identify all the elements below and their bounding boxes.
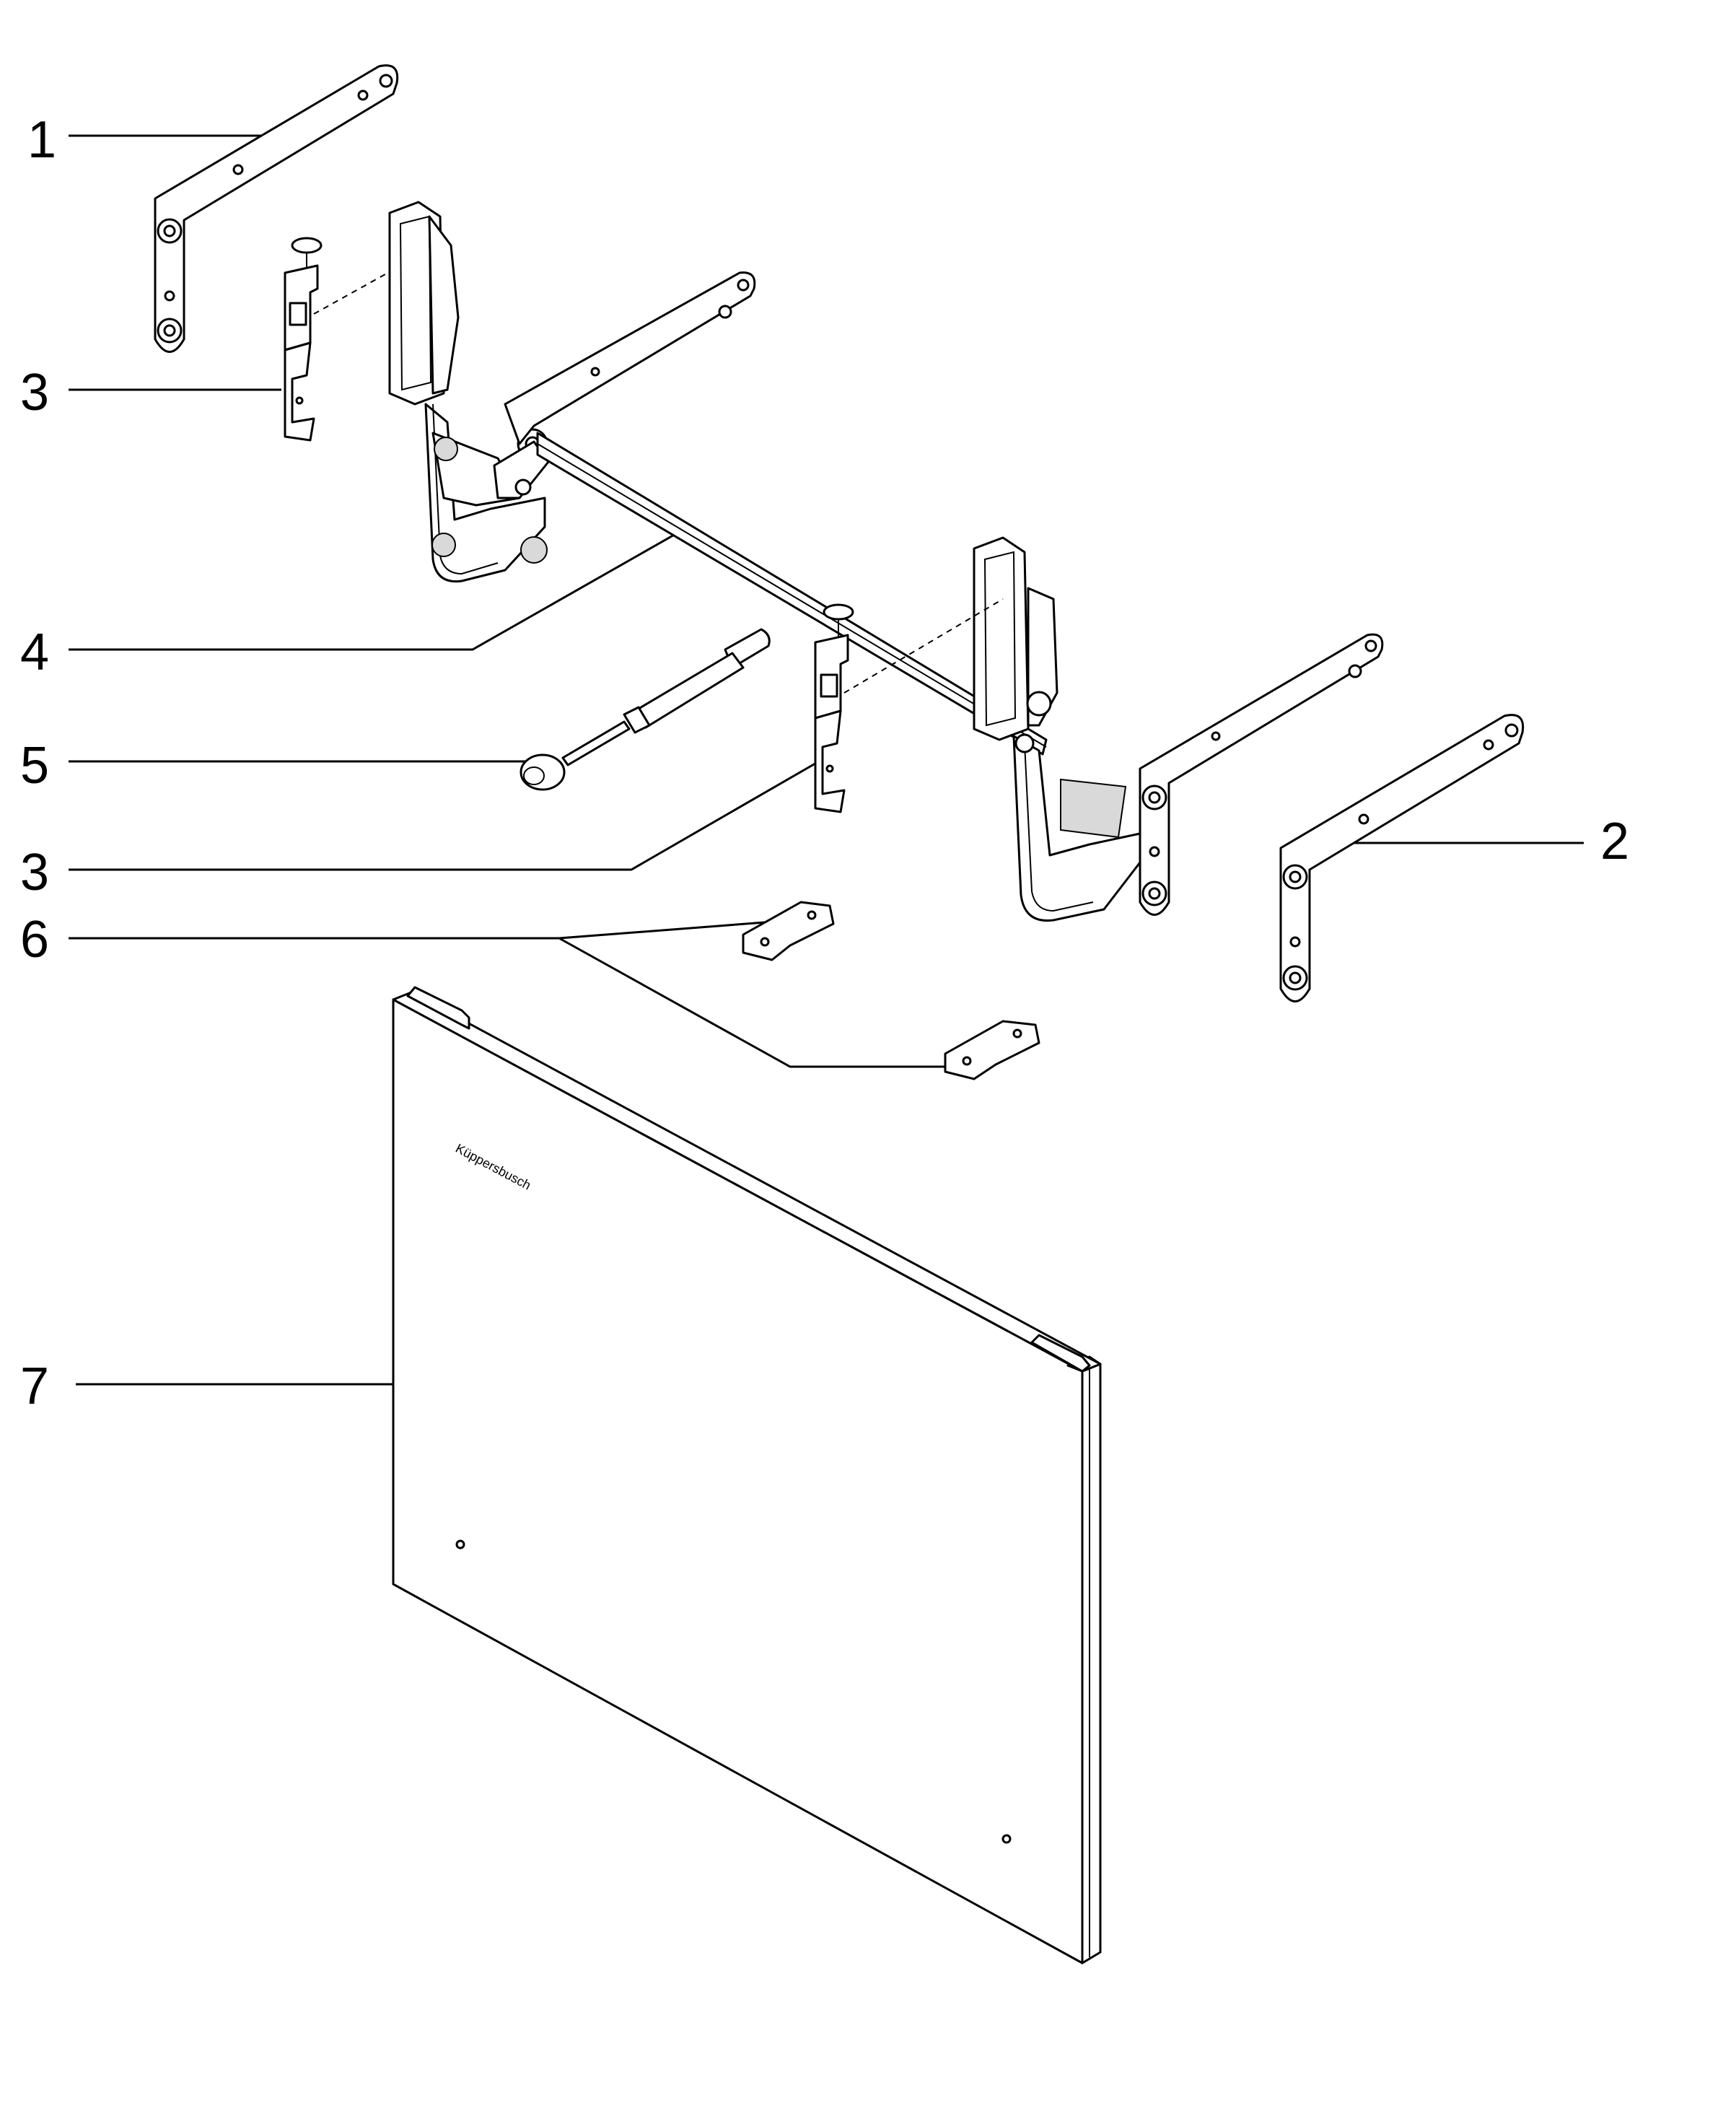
callout-3-lower: 3: [20, 760, 820, 901]
left-hinge-bracket: [154, 64, 399, 353]
callout-label: 1: [27, 111, 56, 169]
callout-6: 6: [20, 911, 970, 1068]
callout-4: 4: [20, 529, 683, 681]
hinge-assembly: [388, 201, 1384, 922]
callout-label: 4: [20, 624, 49, 681]
door-panel: Küppersbusch: [392, 986, 1102, 1964]
callout-1: 1: [27, 111, 274, 169]
callout-label: 6: [20, 911, 49, 969]
angle-bracket-upper: [742, 901, 835, 961]
callout-label: 3: [20, 844, 49, 901]
leader-line: [69, 529, 683, 651]
callout-label: 5: [20, 737, 49, 795]
mounting-clip-upper: [284, 237, 412, 442]
callout-label: 7: [20, 1358, 49, 1415]
callout-5: 5: [20, 737, 534, 795]
callout-label: 3: [20, 364, 49, 421]
leader-line: [69, 921, 766, 940]
callout-3-upper: 3: [20, 364, 281, 421]
gas-spring: [520, 628, 771, 791]
right-hinge-bracket: [1279, 714, 1525, 1002]
callout-7: 7: [20, 1358, 426, 1415]
callout-label: 2: [1600, 813, 1629, 870]
leader-line: [69, 760, 820, 871]
mounting-clip-lower: [814, 598, 1004, 813]
angle-bracket-lower: [944, 1020, 1040, 1080]
leader-line-branch: [558, 937, 970, 1068]
callout-2: 2: [1317, 813, 1629, 870]
